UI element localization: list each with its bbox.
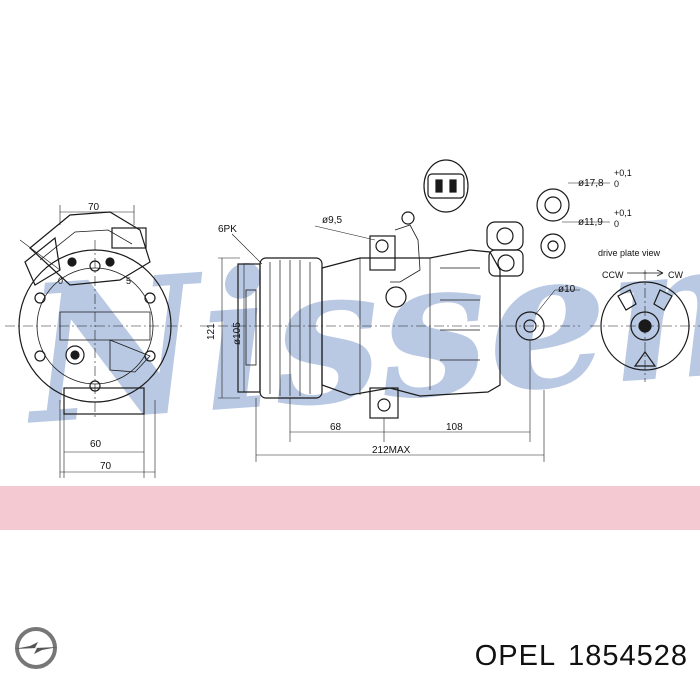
belt-type-label: 6PK [218, 224, 237, 235]
port-a-diameter-label: ø17,8 [578, 178, 604, 189]
pulley-diameter-label: ø105 [232, 322, 243, 345]
port-a-tolerance-upper: +0,1 [614, 168, 632, 178]
decorative-band [0, 486, 700, 530]
brand-name: OPEL [474, 640, 557, 672]
mount-diameter-label: ø10 [558, 284, 576, 295]
height-label: 121 [206, 323, 217, 340]
opel-blitz-logo-icon [10, 622, 62, 674]
drive-plate-view [590, 269, 700, 382]
angle-label-b: 5 [126, 276, 131, 286]
dim-overall-length: 212MAX [372, 445, 411, 456]
port-a-tolerance-lower: 0 [614, 179, 619, 189]
port-b-tolerance-upper: +0,1 [614, 208, 632, 218]
brand-part-label: OPEL 1854528 [475, 640, 688, 673]
dim-bottom-60: 60 [90, 439, 102, 450]
port-b-diameter-label: ø11,9 [578, 217, 603, 228]
dim-right-distance: 108 [446, 422, 463, 433]
bolt-diameter-label: ø9,5 [322, 215, 342, 226]
drive-plate-title: drive plate view [598, 248, 661, 258]
port-b-tolerance-lower: 0 [614, 219, 619, 229]
dim-left-distance: 68 [330, 422, 342, 433]
front-view [5, 205, 185, 478]
side-view [200, 159, 610, 462]
dim-bottom-70: 70 [100, 461, 112, 472]
part-number: 1854528 [568, 640, 688, 672]
dim-top-width: 70 [88, 202, 100, 213]
ccw-label: CCW [602, 270, 624, 280]
cw-label: CW [668, 270, 683, 280]
watermark-text: Nissens [14, 187, 700, 467]
angle-label-a: 0 [58, 276, 63, 286]
